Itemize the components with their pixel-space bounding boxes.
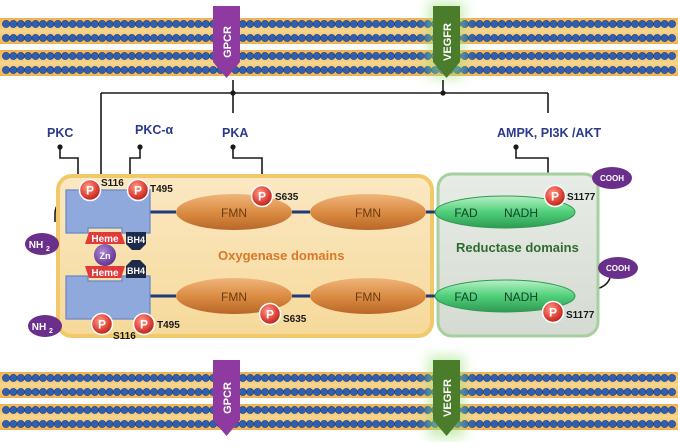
svg-text:P: P (134, 184, 142, 198)
svg-text:FMN: FMN (355, 290, 381, 304)
svg-text:FAD: FAD (454, 290, 478, 304)
svg-text:COOH: COOH (606, 264, 630, 273)
fmn-top-right: FMN (310, 194, 426, 230)
svg-text:NADH: NADH (504, 290, 538, 304)
pkc-label: PKC (47, 126, 73, 140)
gpcr-label-top: GPCR (222, 26, 234, 58)
fad-nadh-top: FAD NADH (434, 195, 576, 229)
svg-text:BH4: BH4 (127, 266, 145, 276)
svg-text:FMN: FMN (221, 290, 247, 304)
site-s116-top: S116 (101, 178, 124, 189)
membrane-bottom (0, 372, 678, 430)
svg-text:2: 2 (49, 328, 53, 335)
nh2-terminus-bottom: NH 2 (28, 315, 62, 337)
site-t495-bottom: T495 (157, 320, 180, 331)
phospho-s1177-bottom: P (541, 300, 565, 324)
svg-text:BH4: BH4 (127, 235, 145, 245)
site-s1177-top: S1177 (567, 192, 596, 203)
svg-text:Zn: Zn (100, 251, 111, 261)
gpcr-receptor-top: GPCR (213, 6, 240, 78)
membrane-top (0, 18, 678, 76)
vegfr-receptor-top: VEGFR (428, 2, 464, 78)
svg-text:NH: NH (32, 322, 46, 333)
fmn-bottom-right: FMN (310, 278, 426, 314)
phospho-s635-bottom: P (258, 302, 282, 326)
svg-text:P: P (140, 318, 148, 332)
svg-text:2: 2 (46, 246, 50, 253)
svg-text:NADH: NADH (504, 206, 538, 220)
svg-text:FMN: FMN (355, 206, 381, 220)
pka-label: PKA (222, 126, 248, 140)
reductase-domains-label: Reductase domains (456, 240, 579, 255)
cooh-terminus-top: COOH (592, 167, 632, 189)
gpcr-label-bottom: GPCR (222, 382, 234, 414)
fmn-bottom-left: FMN (176, 278, 292, 314)
phospho-t495-top: P (126, 178, 150, 202)
svg-text:P: P (266, 308, 274, 322)
svg-text:COOH: COOH (600, 174, 624, 183)
bh4-bottom: BH4 (126, 260, 146, 278)
svg-text:Heme: Heme (91, 234, 119, 245)
pkc-alpha-label: PKC-α (135, 123, 174, 137)
oxygenase-domains-label: Oxygenase domains (218, 248, 344, 263)
svg-text:FAD: FAD (454, 206, 478, 220)
site-s635-top: S635 (275, 192, 299, 203)
site-s635-bottom: S635 (283, 314, 307, 325)
phospho-t495-bottom: P (132, 312, 156, 336)
bh4-top: BH4 (126, 232, 146, 250)
fad-nadh-bottom: FAD NADH (434, 279, 576, 313)
svg-text:P: P (549, 306, 557, 320)
svg-text:FMN: FMN (221, 206, 247, 220)
svg-text:Heme: Heme (91, 268, 119, 279)
site-s1177-bottom: S1177 (566, 310, 595, 321)
vegfr-receptor-bottom: VEGFR (428, 356, 464, 438)
vegfr-label-bottom: VEGFR (442, 379, 454, 417)
kinase-dots (57, 90, 519, 181)
site-t495-top: T495 (150, 184, 173, 195)
phospho-s116-top: P (78, 178, 102, 202)
phospho-s116-bottom: P (90, 312, 114, 336)
svg-text:P: P (551, 190, 559, 204)
svg-text:P: P (86, 184, 94, 198)
svg-text:P: P (258, 190, 266, 204)
site-s116-bottom: S116 (113, 331, 136, 342)
svg-text:P: P (98, 318, 106, 332)
vegfr-label-top: VEGFR (442, 23, 454, 61)
svg-text:NH: NH (29, 240, 43, 251)
phospho-s1177-top: P (543, 184, 567, 208)
gpcr-receptor-bottom: GPCR (213, 360, 240, 436)
phospho-s635-top: P (250, 184, 274, 208)
heme-top: Heme (85, 232, 125, 245)
nh2-terminus-top: NH 2 (25, 233, 59, 255)
heme-bottom: Heme (85, 266, 125, 279)
ampk-pi3k-akt-label: AMPK, PI3K /AKT (497, 126, 602, 140)
zinc-ion: Zn (94, 244, 116, 266)
nterm-block-bottom (65, 275, 151, 320)
cooh-terminus-bottom: COOH (598, 257, 638, 279)
